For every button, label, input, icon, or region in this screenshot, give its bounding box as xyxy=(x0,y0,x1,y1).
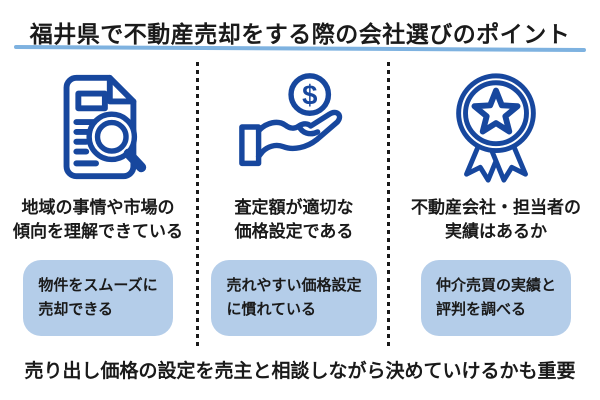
column-heading: 地域の事情や市場の 傾向を理解できている xyxy=(13,196,183,244)
benefit-box: 売れやすい価格設定 に慣れている xyxy=(211,260,377,337)
benefit-line: 評判を調べる xyxy=(435,301,526,319)
heading-line: 価格設定である xyxy=(234,222,354,242)
column-fair-pricing: $ 査定額が適切な 価格設定である 売れやすい価格設定 に慣れている xyxy=(200,60,388,348)
document-search-icon xyxy=(39,66,157,188)
benefit-line: 仲介売買の実績と xyxy=(435,277,556,295)
benefit-line: 物件をスムーズに xyxy=(38,277,158,295)
heading-line: 地域の事情や市場の xyxy=(21,198,175,217)
column-track-record: 不動産会社・担当者の 実績はあるか 仲介売買の実績と 評判を調べる xyxy=(392,60,600,348)
footer-note: 売り出し価格の設定を売主と相談しながら決めていけるかも重要 xyxy=(24,361,576,382)
heading-line: 傾向を理解できている xyxy=(13,222,183,242)
heading-line: 不動産会社・担当者の xyxy=(411,198,581,217)
heading-line: 実績はあるか xyxy=(445,222,547,242)
heading-line: 査定額が適切な xyxy=(234,198,354,217)
column-heading: 査定額が適切な 価格設定である xyxy=(235,196,354,244)
page-title: 福井県で不動産売却をする際の会社選びのポイント xyxy=(29,21,571,47)
column-market-knowledge: 地域の事情や市場の 傾向を理解できている 物件をスムーズに 売却できる xyxy=(0,60,196,348)
column-heading: 不動産会社・担当者の 実績はあるか xyxy=(411,196,581,244)
benefit-line: 売れやすい価格設定 xyxy=(226,277,362,295)
benefit-line: 売却できる xyxy=(38,301,114,319)
dollar-symbol: $ xyxy=(302,79,317,110)
benefit-box: 仲介売買の実績と 評判を調べる xyxy=(420,260,571,337)
benefit-line: に慣れている xyxy=(226,301,317,319)
hand-coin-icon: $ xyxy=(235,66,353,188)
dashed-divider xyxy=(387,62,390,346)
dashed-divider xyxy=(196,62,199,346)
benefit-box: 物件をスムーズに 売却できる xyxy=(23,260,173,337)
award-ribbon-icon xyxy=(437,66,555,188)
